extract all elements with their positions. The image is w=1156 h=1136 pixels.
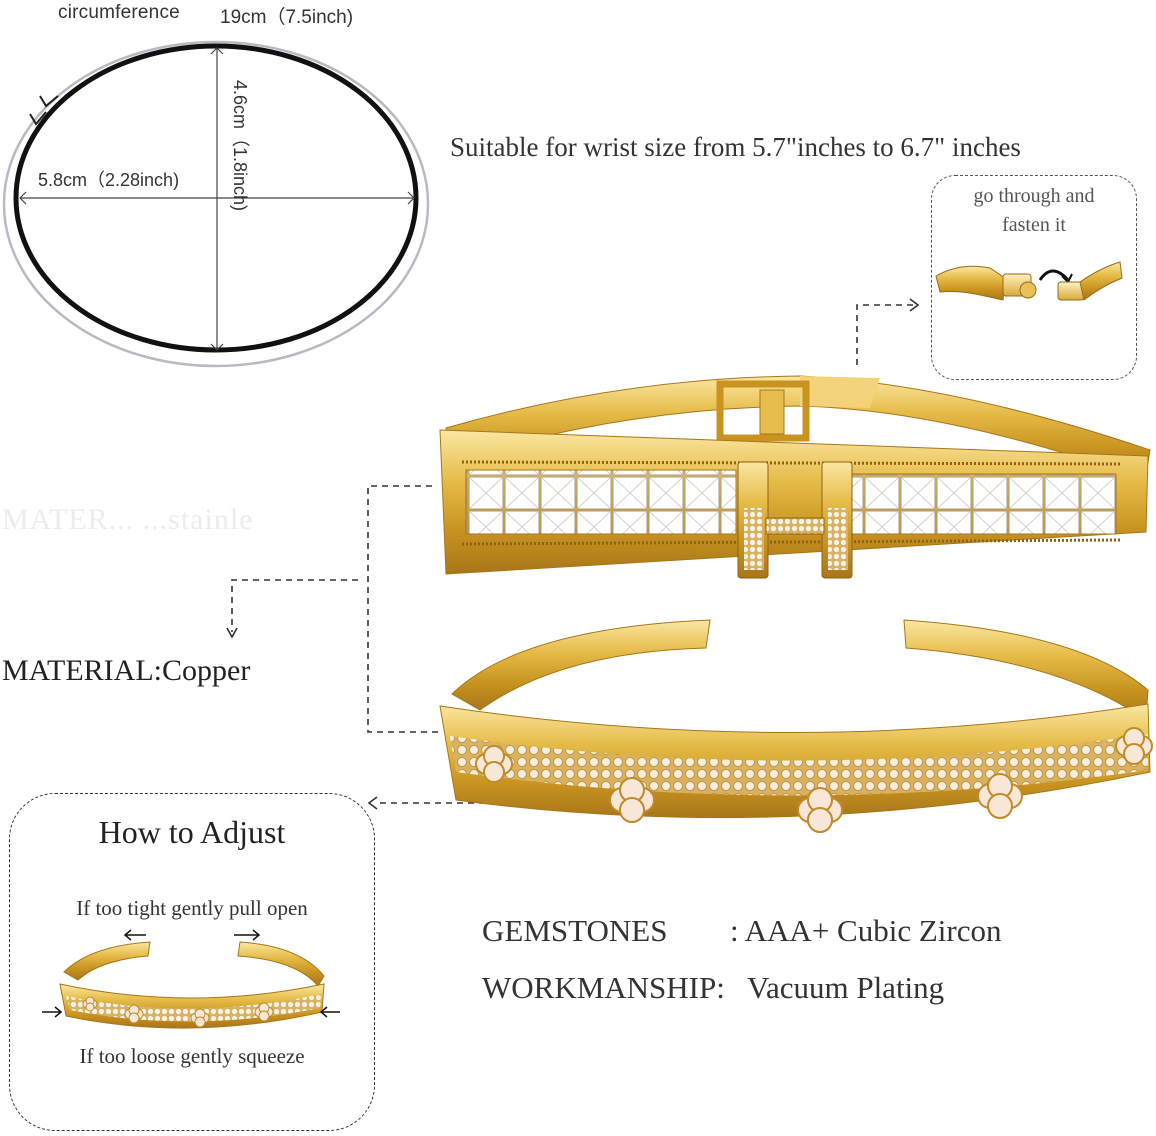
cuff-bangle-image	[439, 619, 1153, 833]
circumference-label: circumference	[58, 2, 180, 23]
workmanship-label: WORKMANSHIP:	[482, 970, 725, 1005]
circumference-value: 19cm（7.5inch)	[220, 7, 354, 28]
size-diagram	[2, 40, 430, 368]
adjust-tight-instruction: If too tight gently pull open	[76, 896, 308, 920]
leader-lines	[231, 304, 916, 804]
faded-watermark-text: MATER... ...stainle	[2, 503, 254, 536]
clasp-caption: go through and fasten it	[973, 185, 1095, 236]
workmanship-value: Vacuum Plating	[747, 970, 945, 1005]
clasp-callout: go through and fasten it	[931, 175, 1137, 380]
how-to-adjust-panel: How to Adjust If too tight gently pull o…	[9, 793, 375, 1131]
h-bangle-image	[439, 375, 1151, 579]
wrist-size-note: Suitable for wrist size from 5.7"inches …	[450, 132, 1021, 162]
material-label: MATERIAL:Copper	[2, 654, 251, 687]
adjust-bangle-image	[42, 929, 340, 1029]
gemstones-label: GEMSTONES	[482, 913, 668, 948]
width-measurement: 5.8cm（2.28inch)	[38, 170, 180, 190]
height-measurement: 4.6cm（1.8inch)	[230, 80, 250, 212]
adjust-title: How to Adjust	[98, 814, 286, 850]
gemstones-value: : AAA+ Cubic Zircon	[730, 913, 1002, 948]
clasp-detail-image	[935, 261, 1123, 301]
adjust-loose-instruction: If too loose gently squeeze	[79, 1044, 305, 1068]
